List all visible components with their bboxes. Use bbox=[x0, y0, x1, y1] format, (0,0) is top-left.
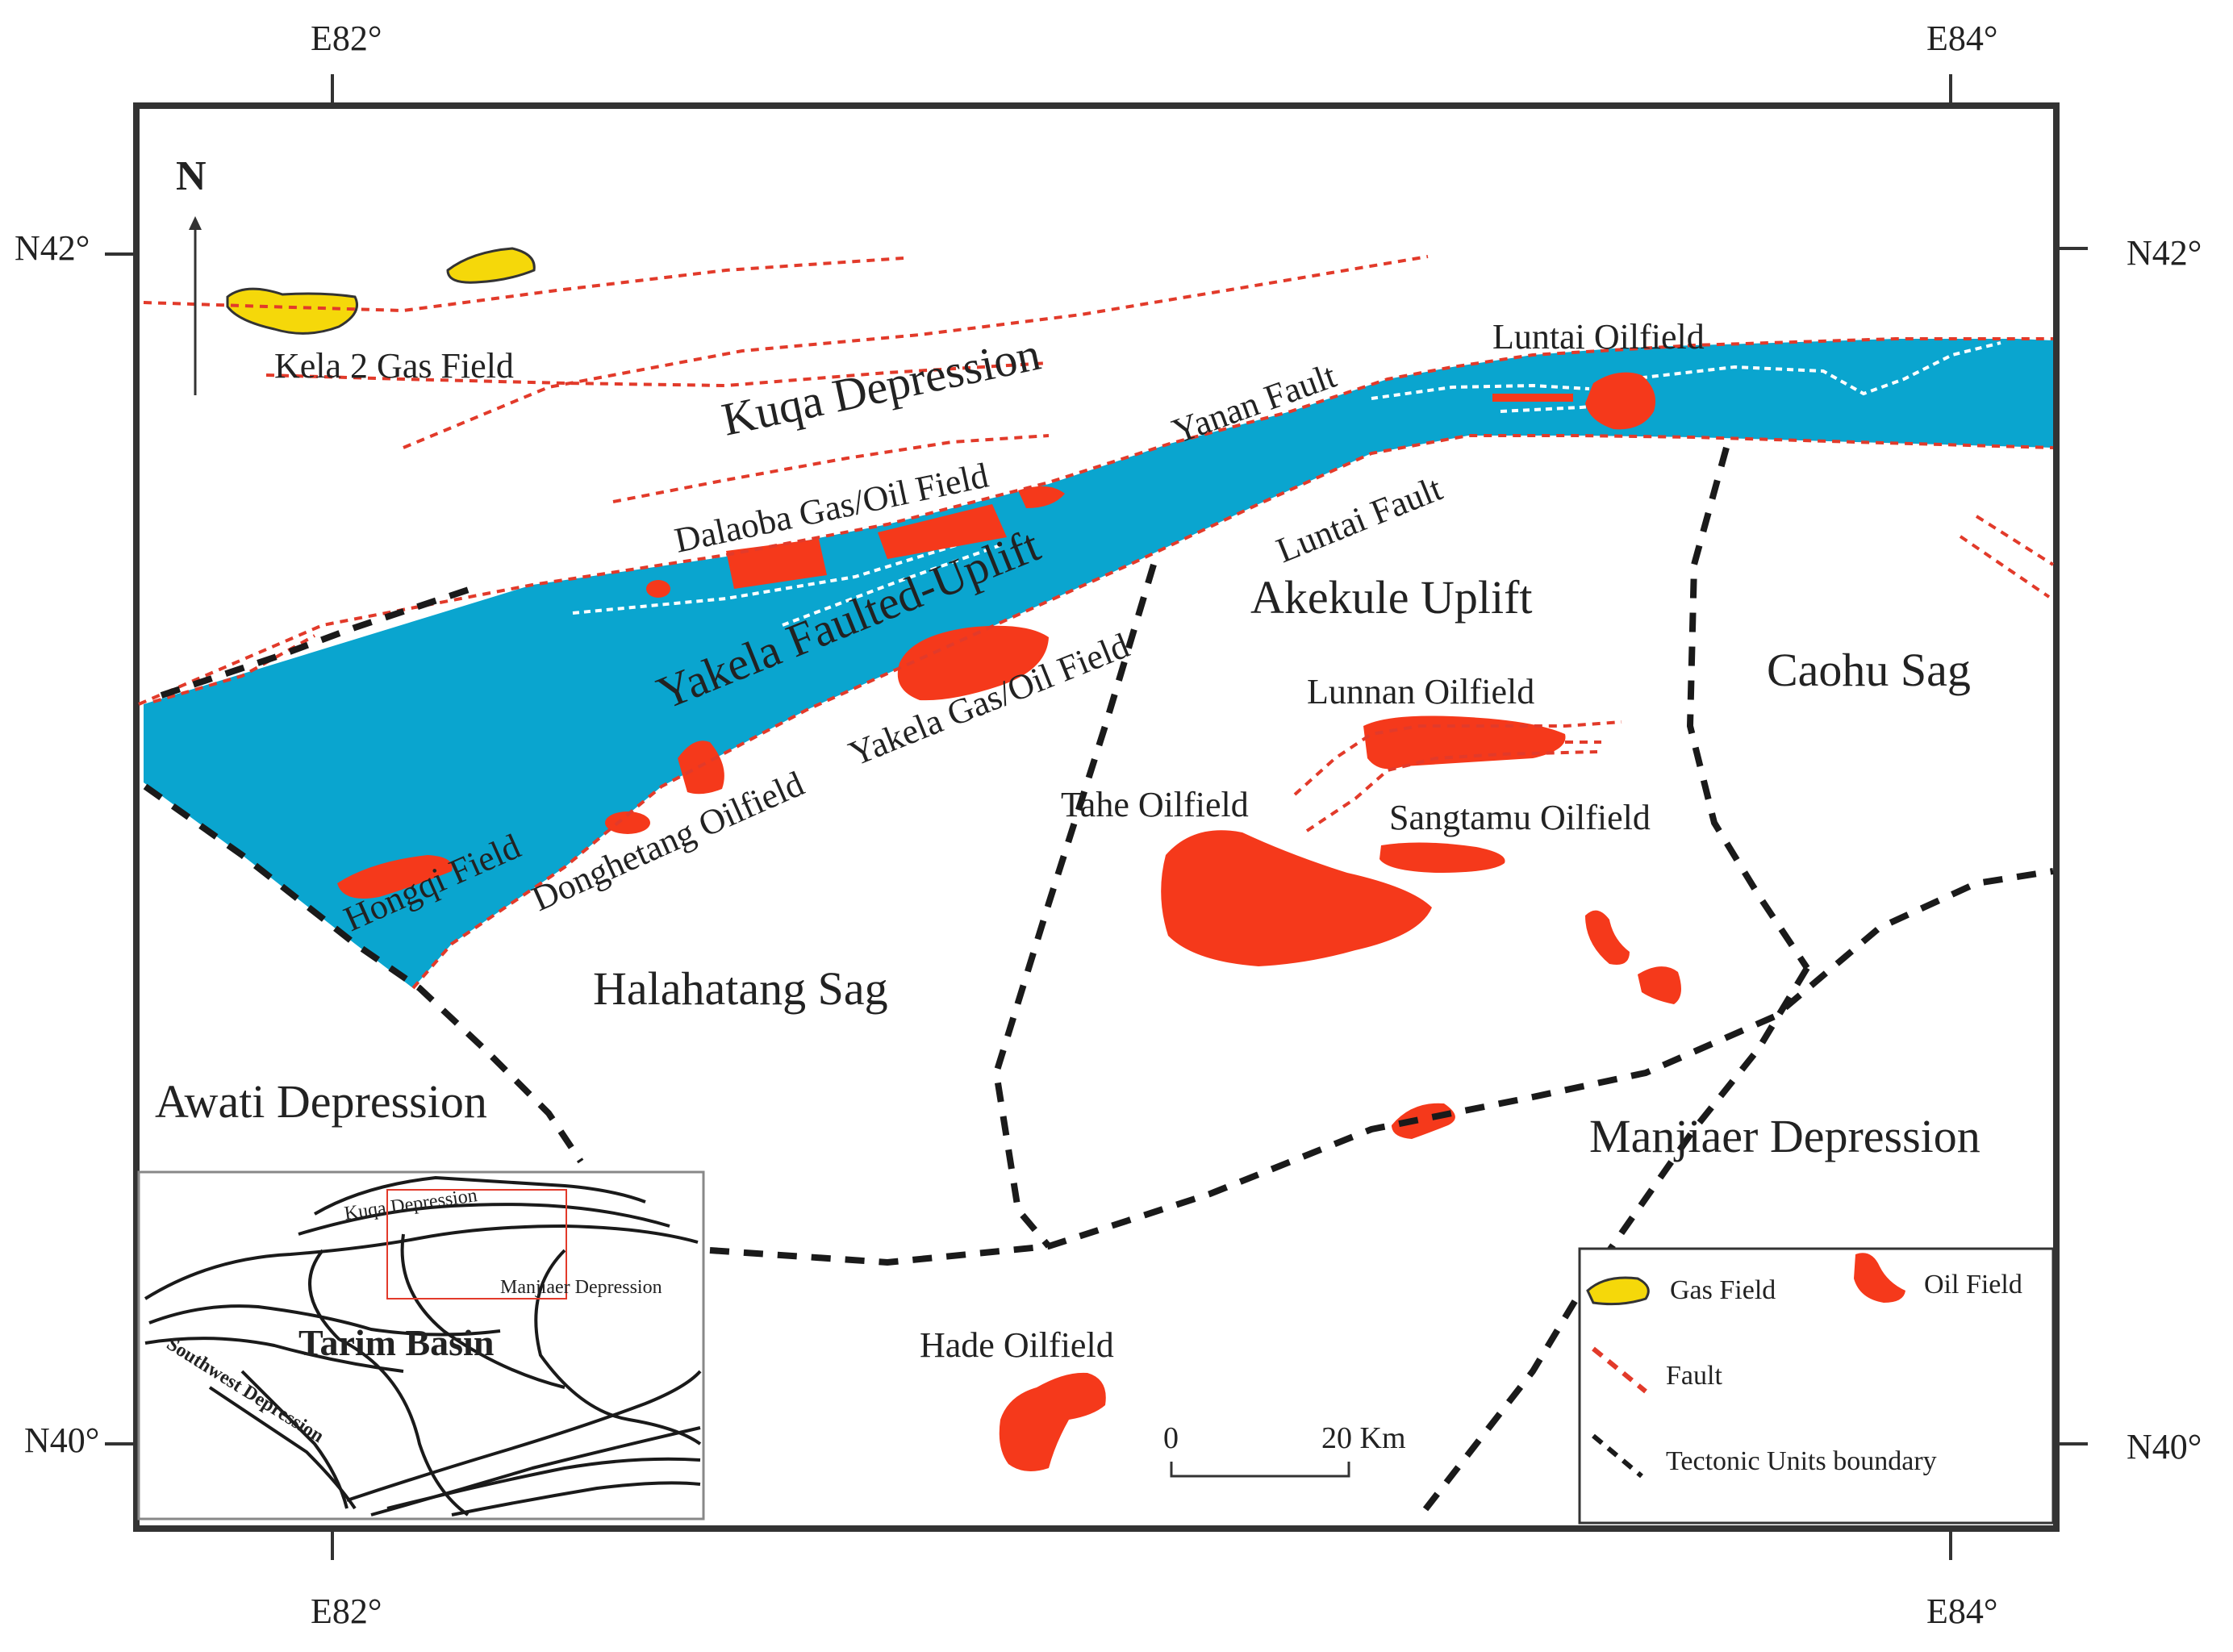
caohu-sag-label: Caohu Sag bbox=[1767, 644, 1971, 696]
oil-fields bbox=[337, 372, 1681, 1471]
scale-bar-start: 0 bbox=[1163, 1421, 1179, 1455]
luntai-oilfield-label: Luntai Oilfield bbox=[1492, 317, 1705, 357]
akekule-uplift-label: Akekule Uplift bbox=[1250, 571, 1533, 624]
yakela-oil-field bbox=[897, 625, 1049, 701]
north-label: N bbox=[176, 153, 207, 199]
oil-field-east-2 bbox=[1638, 966, 1681, 1004]
legend-gas-field-label: Gas Field bbox=[1670, 1275, 1776, 1305]
legend-boundary-swatch bbox=[1592, 1433, 1643, 1479]
tahe-oilfield-label: Tahe Oilfield bbox=[1061, 785, 1249, 824]
lat-label-right-top: N42° bbox=[2127, 233, 2202, 273]
legend: Gas Field Oil Field Fault Tectonic Units… bbox=[1578, 1247, 2055, 1525]
dalaoba-oil-field-1 bbox=[726, 539, 827, 589]
sangtamu-oil-field bbox=[1379, 842, 1505, 873]
lon-label-top-left: E82° bbox=[311, 19, 382, 58]
tahe-oil-field bbox=[1161, 830, 1432, 966]
oil-field-manjiaer bbox=[1392, 1103, 1455, 1139]
lon-label-bottom-right: E84° bbox=[1926, 1592, 1997, 1631]
inset-map: Kuqa Depression Manjiaer Depression Tari… bbox=[137, 1170, 705, 1521]
faults bbox=[138, 255, 2055, 990]
small-oil-field-west bbox=[646, 580, 670, 598]
yakela-uplift-area bbox=[144, 339, 2053, 988]
legend-tectonic-boundary-label: Tectonic Units boundary bbox=[1666, 1446, 1937, 1476]
hongqi-oil-field bbox=[337, 855, 453, 899]
hade-oilfield-label: Hade Oilfield bbox=[920, 1325, 1114, 1365]
coordinate-ticks bbox=[105, 74, 2088, 1560]
dalaoba-oil-field-2 bbox=[878, 504, 1007, 559]
oil-field-east-1 bbox=[1585, 910, 1630, 965]
manjiaer-depression-label: Manjiaer Depression bbox=[1589, 1110, 1980, 1162]
luntai-oil-field bbox=[1585, 372, 1656, 430]
legend-oil-field-label: Oil Field bbox=[1924, 1270, 2022, 1299]
legend-gas-swatch bbox=[1586, 1276, 1650, 1306]
luntai-oil-strip bbox=[1492, 394, 1573, 402]
inset-tarim-basin-label: Tarim Basin bbox=[298, 1322, 494, 1363]
scale-bar: 0 20 Km bbox=[1163, 1421, 1406, 1478]
lunnan-oilfield-label: Lunnan Oilfield bbox=[1307, 672, 1534, 711]
hade-oil-field bbox=[999, 1372, 1106, 1471]
lunnan-oil-field bbox=[1363, 715, 1566, 770]
kela2-gas-field-label: Kela 2 Gas Field bbox=[274, 346, 514, 386]
scale-bar-end: 20 Km bbox=[1321, 1421, 1406, 1455]
awati-depression-label: Awati Depression bbox=[155, 1075, 487, 1128]
lat-label-left-top: N42° bbox=[15, 228, 90, 268]
small-oil-field-south bbox=[605, 811, 650, 834]
halahatang-sag-label: Halahatang Sag bbox=[593, 962, 888, 1015]
legend-fault-swatch bbox=[1592, 1346, 1647, 1394]
north-arrow: N bbox=[176, 153, 207, 395]
lat-label-left-bottom: N40° bbox=[24, 1420, 99, 1460]
sangtamu-oilfield-label: Sangtamu Oilfield bbox=[1389, 798, 1651, 837]
lon-label-top-right: E84° bbox=[1926, 19, 1997, 58]
lat-label-right-bottom: N40° bbox=[2127, 1427, 2202, 1466]
tectonic-boundaries bbox=[143, 446, 2054, 1519]
gas-fields bbox=[226, 247, 536, 335]
legend-oil-swatch bbox=[1854, 1253, 1905, 1303]
lon-label-bottom-left: E82° bbox=[311, 1592, 382, 1631]
inset-manjiaer-label: Manjiaer Depression bbox=[500, 1277, 662, 1298]
gas-field-north bbox=[446, 247, 536, 284]
dalaoba-oil-field-3 bbox=[1018, 486, 1065, 508]
legend-fault-label: Fault bbox=[1666, 1361, 1722, 1391]
kela2-gas-field bbox=[226, 287, 358, 335]
